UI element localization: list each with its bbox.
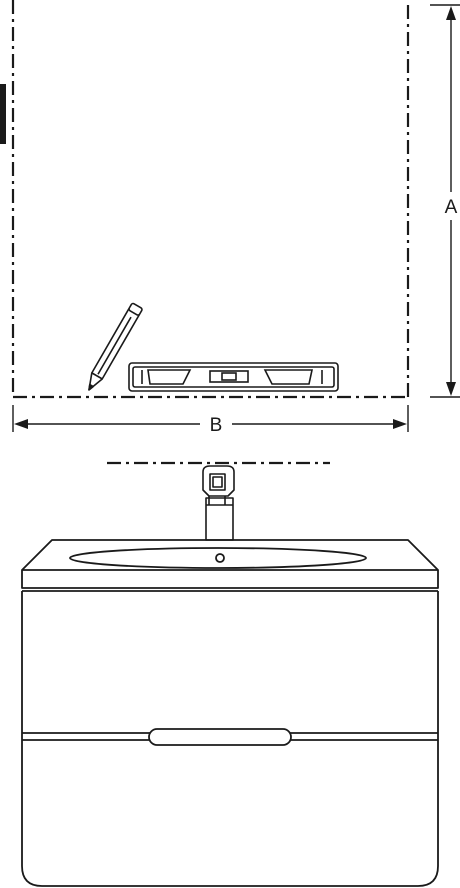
pencil-icon (88, 302, 143, 391)
wall-area-outline (11, 0, 410, 399)
dimension-a-label: A (445, 197, 458, 218)
spirit-level-icon (128, 362, 339, 392)
dimension-b (12, 405, 409, 432)
faucet-icon (202, 465, 235, 541)
page-edge-marker (0, 84, 6, 144)
dimension-a (430, 4, 460, 398)
basin-icon (21, 539, 439, 592)
drawer-handle-icon (148, 728, 292, 746)
dimension-b-label: B (210, 415, 223, 436)
